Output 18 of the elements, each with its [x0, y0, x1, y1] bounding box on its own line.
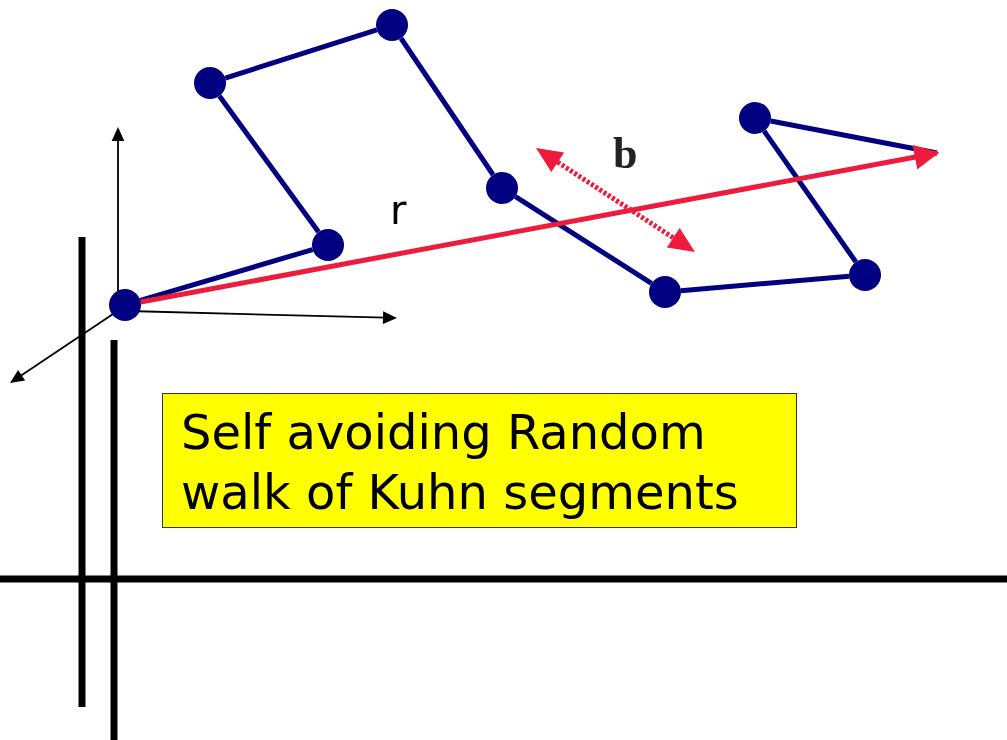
chain-segment	[762, 129, 858, 264]
chain-segment	[224, 27, 378, 81]
chain-segment	[514, 194, 653, 286]
chain-segment	[398, 36, 496, 177]
bead-circle	[109, 289, 141, 321]
text-box: Self avoiding Random walk of Kuhn segments	[162, 393, 797, 528]
chain-segment	[217, 94, 321, 234]
bead-circle	[486, 172, 518, 204]
chain-segment	[680, 273, 850, 294]
bead-circle	[376, 9, 408, 41]
bead-circle	[649, 276, 681, 308]
arrow	[140, 144, 940, 305]
bead-circle	[312, 229, 344, 261]
bead-circle	[739, 102, 771, 134]
segment-length-label: b	[613, 132, 638, 176]
bead-circle	[849, 259, 881, 291]
bead-circle	[194, 67, 226, 99]
edge-label: r	[390, 190, 407, 230]
